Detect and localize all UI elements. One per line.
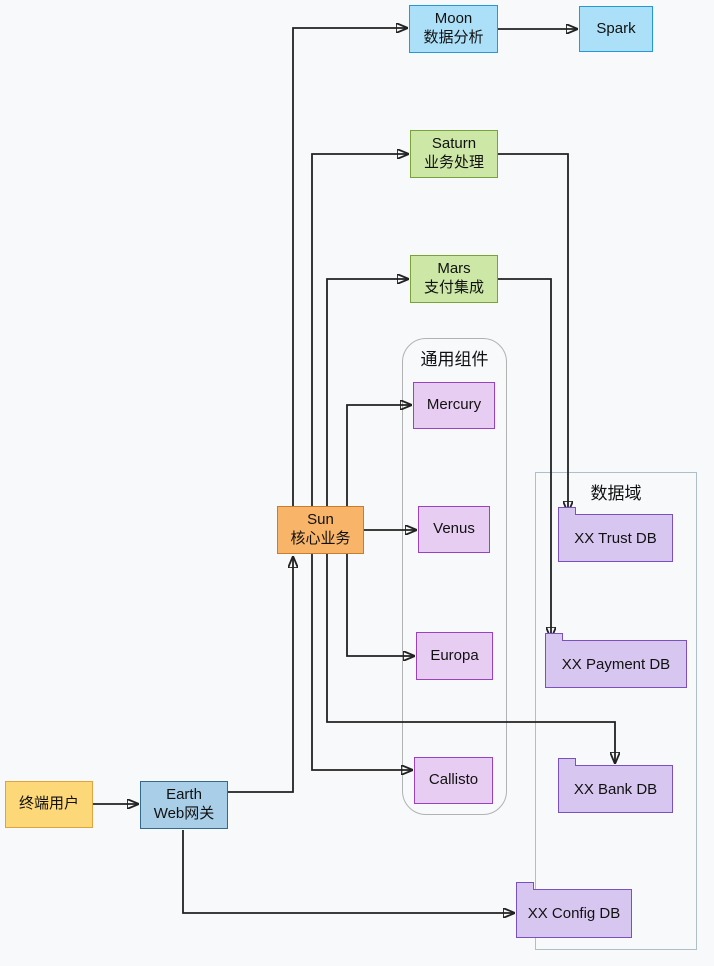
edge-saturn-trustdb (498, 153, 568, 512)
node-venus: Venus (418, 506, 490, 553)
node-mars: Mars 支付集成 (410, 255, 498, 303)
node-saturn-title: Saturn (431, 135, 477, 153)
edge-sun-bankdb (326, 554, 615, 763)
node-moon-subtitle: 数据分析 (423, 29, 484, 46)
edge-sun-saturn (311, 154, 408, 506)
node-mars-title: Mars (437, 260, 471, 278)
node-earth: Earth Web网关 (140, 781, 228, 829)
node-saturn: Saturn 业务处理 (410, 130, 498, 178)
folder-tab-icon (544, 633, 563, 641)
group-data-domain: 数据域 (535, 472, 697, 950)
node-bank-db-title: XX Bank DB (573, 780, 658, 798)
edge-sun-europa (346, 554, 414, 656)
folder-tab-icon (557, 507, 576, 515)
node-sun-subtitle: 核心业务 (290, 530, 351, 547)
node-trust-db: XX Trust DB (557, 507, 673, 562)
node-callisto: Callisto (414, 757, 493, 804)
node-europa-title: Europa (430, 646, 479, 664)
group-common-components: 通用组件 (402, 338, 507, 815)
node-end-user-title: 终端用户 (18, 795, 79, 813)
group-common-components-label: 通用组件 (420, 350, 489, 370)
node-spark-title: Spark (596, 19, 636, 37)
node-config-db: XX Config DB (515, 882, 632, 938)
node-venus-title: Venus (433, 520, 475, 538)
node-earth-title: Earth (166, 786, 202, 804)
node-callisto-title: Callisto (428, 771, 479, 789)
group-data-domain-label: 数据域 (590, 484, 642, 504)
folder-tab-icon (557, 758, 576, 766)
edge-earth-configdb (182, 830, 514, 913)
node-mars-subtitle: 支付集成 (423, 279, 484, 296)
node-moon-title: Moon (434, 10, 473, 28)
node-payment-db: XX Payment DB (544, 633, 687, 688)
node-end-user: 终端用户 (5, 781, 93, 828)
folder-tab-icon (515, 882, 534, 890)
node-trust-db-title: XX Trust DB (574, 529, 657, 547)
node-sun-title: Sun (307, 511, 334, 529)
node-spark: Spark (579, 6, 653, 52)
node-config-db-title: XX Config DB (527, 905, 621, 922)
node-sun: Sun 核心业务 (277, 506, 364, 554)
edge-mars-paymentdb (498, 278, 551, 638)
edge-earth-sun (228, 557, 293, 793)
node-mercury-title: Mercury (426, 396, 482, 414)
edge-sun-mars (326, 279, 408, 506)
node-bank-db: XX Bank DB (557, 758, 673, 813)
node-saturn-subtitle: 业务处理 (423, 154, 484, 171)
node-europa: Europa (416, 632, 493, 680)
edge-sun-mercury (346, 405, 411, 506)
node-moon: Moon 数据分析 (409, 5, 498, 53)
node-payment-db-title: XX Payment DB (561, 655, 671, 673)
node-mercury: Mercury (413, 382, 495, 429)
node-earth-subtitle: Web网关 (153, 805, 215, 822)
edge-sun-moon (292, 28, 407, 506)
edge-sun-callisto (311, 554, 412, 770)
